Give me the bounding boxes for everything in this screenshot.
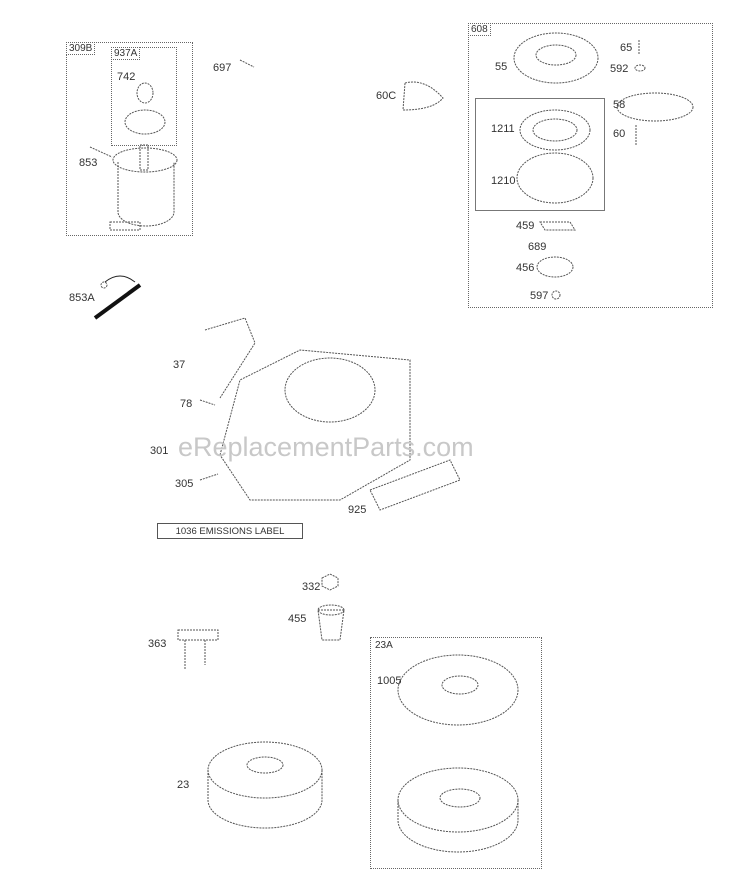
part-label-925: 925 <box>348 504 367 516</box>
part-label-689: 689 <box>528 241 547 253</box>
starter-motor-drawing <box>89 82 178 231</box>
part-label-1211: 1211 <box>491 123 515 135</box>
part-label-455: 455 <box>288 613 307 625</box>
bolt-697-drawing <box>239 59 255 68</box>
rewind-starter-drawing <box>513 32 694 300</box>
group-608-label: 608 <box>468 23 491 36</box>
armature-363-drawing <box>177 629 219 670</box>
group-23A-box <box>370 637 542 869</box>
part-label-1005: 1005 <box>377 675 402 687</box>
part-label-60: 60 <box>613 128 626 140</box>
group-937A-box <box>111 47 177 146</box>
part-label-332: 332 <box>302 581 321 593</box>
group-608-box <box>468 23 713 308</box>
part-label-301: 301 <box>150 445 169 457</box>
part-label-597: 597 <box>530 290 549 302</box>
harness-853A-drawing <box>93 275 142 320</box>
part-label-592: 592 <box>610 63 629 75</box>
blower-housing-drawing <box>199 317 461 511</box>
part-label-459: 459 <box>516 220 535 232</box>
part-label-65: 65 <box>620 42 633 54</box>
part-label-742: 742 <box>117 71 136 83</box>
part-label-37: 37 <box>173 359 186 371</box>
watermark: eReplacementParts.com <box>178 432 474 462</box>
part-label-78: 78 <box>180 398 193 410</box>
part-label-1210: 1210 <box>491 175 516 187</box>
emissions-label: 1036 EMISSIONS LABEL <box>157 523 303 539</box>
group-23A-label: 23A <box>373 640 395 651</box>
part-label-58: 58 <box>613 99 626 111</box>
group-1210-1211-box <box>475 98 605 211</box>
flywheel-drawing <box>207 654 519 853</box>
part-label-456: 456 <box>516 262 535 274</box>
group-309B-box <box>66 42 193 236</box>
bracket-60C-drawing <box>402 81 444 111</box>
part-label-853A: 853A <box>69 292 95 304</box>
part-label-55: 55 <box>495 61 508 73</box>
part-label-697: 697 <box>213 62 232 74</box>
group-309B-label: 309B <box>66 42 96 55</box>
group-937A-label: 937A <box>111 47 141 60</box>
part-label-305: 305 <box>175 478 194 490</box>
part-label-60C: 60C <box>376 90 397 102</box>
part-label-853: 853 <box>79 157 98 169</box>
part-label-23: 23 <box>177 779 190 791</box>
nut-washer-drawing <box>317 573 345 641</box>
part-label-363: 363 <box>148 638 167 650</box>
